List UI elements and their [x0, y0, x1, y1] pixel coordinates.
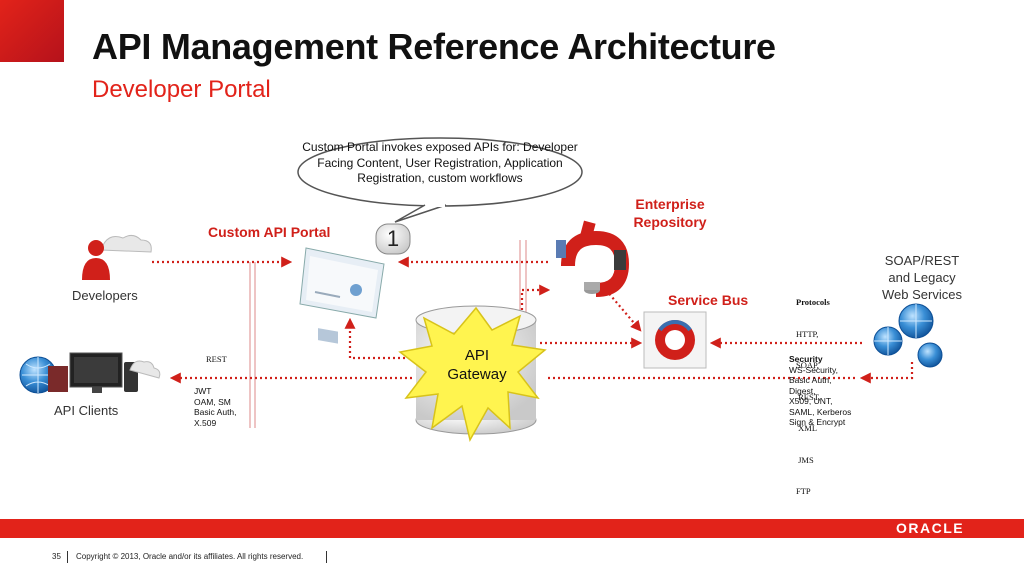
security-item: SAML, Kerberos: [789, 406, 852, 417]
callout-tail: [394, 204, 447, 223]
footer-bar: [0, 519, 1024, 538]
step-number: 1: [386, 226, 400, 251]
arrow-gateway-to-portal: [344, 317, 410, 360]
api-gateway-label: API Gateway: [412, 346, 542, 384]
callout-text: Custom Portal invokes exposed APIs for: …: [302, 140, 578, 185]
api-gateway-line2: Gateway: [447, 366, 507, 383]
slide-subtitle: Developer Portal: [92, 76, 271, 103]
client-devices-icon: [48, 352, 161, 393]
protocol-item: SOAP,: [796, 360, 819, 370]
api-gateway-starburst: [398, 306, 547, 443]
arrow-soap-down: [859, 362, 914, 384]
security-title: Security: [789, 354, 823, 364]
enterprise-repository-line2: Repository: [633, 214, 707, 230]
web-services-line2: and Legacy: [888, 270, 956, 285]
security-item: WS-Security,: [789, 364, 838, 375]
protocol-item: JMS: [796, 454, 814, 465]
oracle-logo: ORACLE: [896, 520, 965, 536]
security-item: Basic Auth,: [789, 375, 832, 385]
enterprise-repository-icon: [556, 220, 630, 297]
client-auth-annotation: JWT OAM, SM Basic Auth, X.509: [194, 386, 237, 428]
enterprise-repository-label: Enterprise Repository: [630, 195, 710, 231]
slide-title: API Management Reference Architecture: [92, 26, 776, 67]
protocol-item: XML: [796, 423, 818, 433]
security-item: Digest,: [789, 385, 816, 396]
protocols-annotation: Protocols HTTP, SOAP, REST, XML JMS FTP: [796, 276, 830, 507]
web-services-label: SOAP/REST and Legacy Web Services: [872, 252, 972, 303]
enterprise-repository-line1: Enterprise: [635, 196, 705, 212]
service-bus-label: Service Bus: [668, 292, 749, 308]
service-bus-icon: [643, 311, 707, 369]
rest-annotation: REST: [206, 354, 227, 364]
arrow-repo-to-servicebus: [605, 289, 642, 332]
client-auth-item: X.509: [194, 417, 217, 428]
client-auth-item: JWT: [194, 386, 212, 396]
page-number: 35: [52, 552, 61, 561]
step-badge: [375, 223, 411, 255]
protocols-title: Protocols: [796, 297, 830, 307]
footer-divider: [326, 551, 327, 563]
brand-corner-block: [0, 0, 64, 62]
protocol-item: REST,: [796, 391, 821, 402]
client-globe-icon: [19, 356, 57, 394]
api-clients-label: API Clients: [54, 403, 119, 418]
web-services-globes-icon: [873, 303, 943, 368]
protocol-item: FTP: [796, 486, 811, 496]
api-gateway-line1: API: [464, 347, 490, 364]
web-services-line3: Web Services: [882, 287, 962, 302]
web-services-line1: SOAP/REST: [884, 253, 960, 268]
security-annotation: Security WS-Security, Basic Auth, Digest…: [789, 354, 851, 428]
footer-divider: [67, 551, 68, 563]
protocol-item: HTTP,: [796, 328, 819, 339]
architecture-diagram: [19, 137, 943, 443]
security-item: Sign & Encrypt: [789, 417, 846, 427]
custom-portal-screenshot-icon: [299, 247, 385, 344]
developer-person-icon: [82, 234, 152, 280]
custom-portal-label: Custom API Portal: [208, 224, 331, 240]
security-item: X509, UNT,: [789, 396, 833, 406]
developers-label: Developers: [72, 288, 138, 303]
copyright-text: Copyright © 2013, Oracle and/or its affi…: [76, 552, 304, 561]
client-auth-item: Basic Auth,: [194, 407, 237, 417]
client-auth-item: OAM, SM: [194, 396, 231, 407]
arrow-gateway-to-repo: [520, 284, 551, 310]
